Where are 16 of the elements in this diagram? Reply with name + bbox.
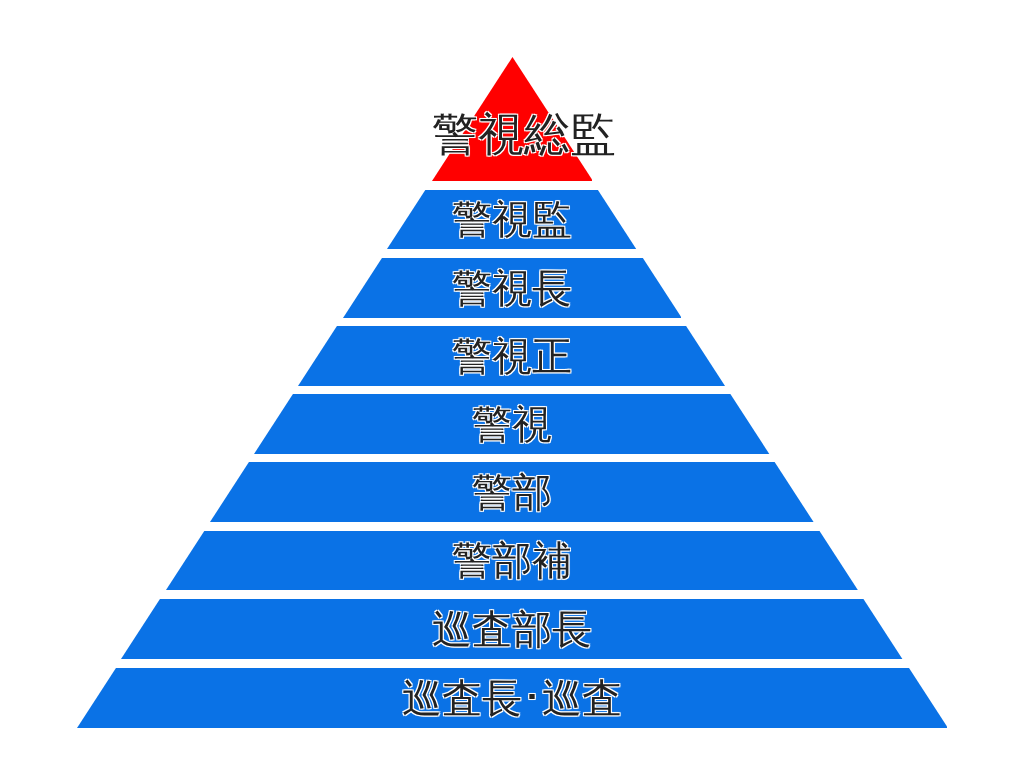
pyramid-level <box>342 258 682 318</box>
level-label: 巡査部長 <box>432 605 592 654</box>
level-label: 巡査長･巡査 <box>402 674 622 723</box>
level-label: 警視監 <box>452 195 572 244</box>
pyramid-level <box>387 190 637 249</box>
level-label: 警視長 <box>452 264 572 313</box>
level-label: 警視 <box>472 400 552 449</box>
level-label: 警部補 <box>452 536 572 585</box>
level-label: 警部 <box>472 468 552 517</box>
level-label: 警視正 <box>452 332 572 381</box>
pyramid-level <box>254 394 770 454</box>
pyramid-level <box>210 462 814 522</box>
pyramid-level <box>76 668 948 728</box>
pyramid-level <box>166 531 858 590</box>
pyramid-level <box>298 326 726 386</box>
pyramid-level <box>121 599 903 659</box>
